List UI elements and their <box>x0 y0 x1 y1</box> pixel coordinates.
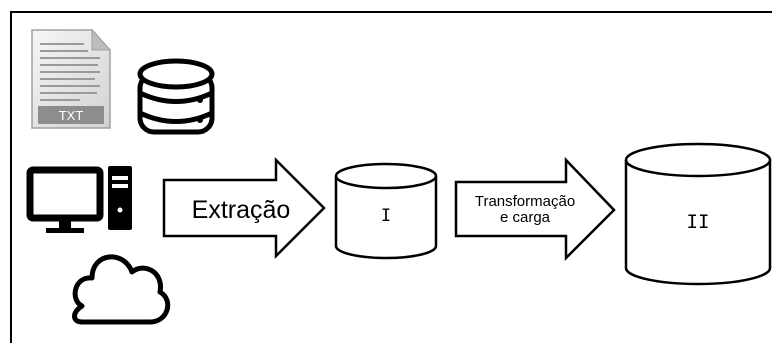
extract-arrow: Extração <box>162 156 326 260</box>
transform-label-line1: Transformação <box>475 193 575 210</box>
txt-file-label: TXT <box>59 108 84 123</box>
staging-label: I <box>381 206 391 226</box>
transform-load-arrow: Transformação e carga <box>454 156 616 262</box>
staging-store: I <box>334 162 438 260</box>
computer-icon <box>26 166 132 233</box>
cloud-icon <box>72 254 171 325</box>
warehouse-store: II <box>624 142 772 286</box>
database-icon <box>137 58 215 135</box>
diagram-frame <box>10 11 772 343</box>
warehouse-label: II <box>687 211 710 233</box>
extract-label: Extração <box>192 196 291 224</box>
txt-file-icon: TXT <box>31 28 112 129</box>
transform-label-line2: e carga <box>500 209 551 226</box>
